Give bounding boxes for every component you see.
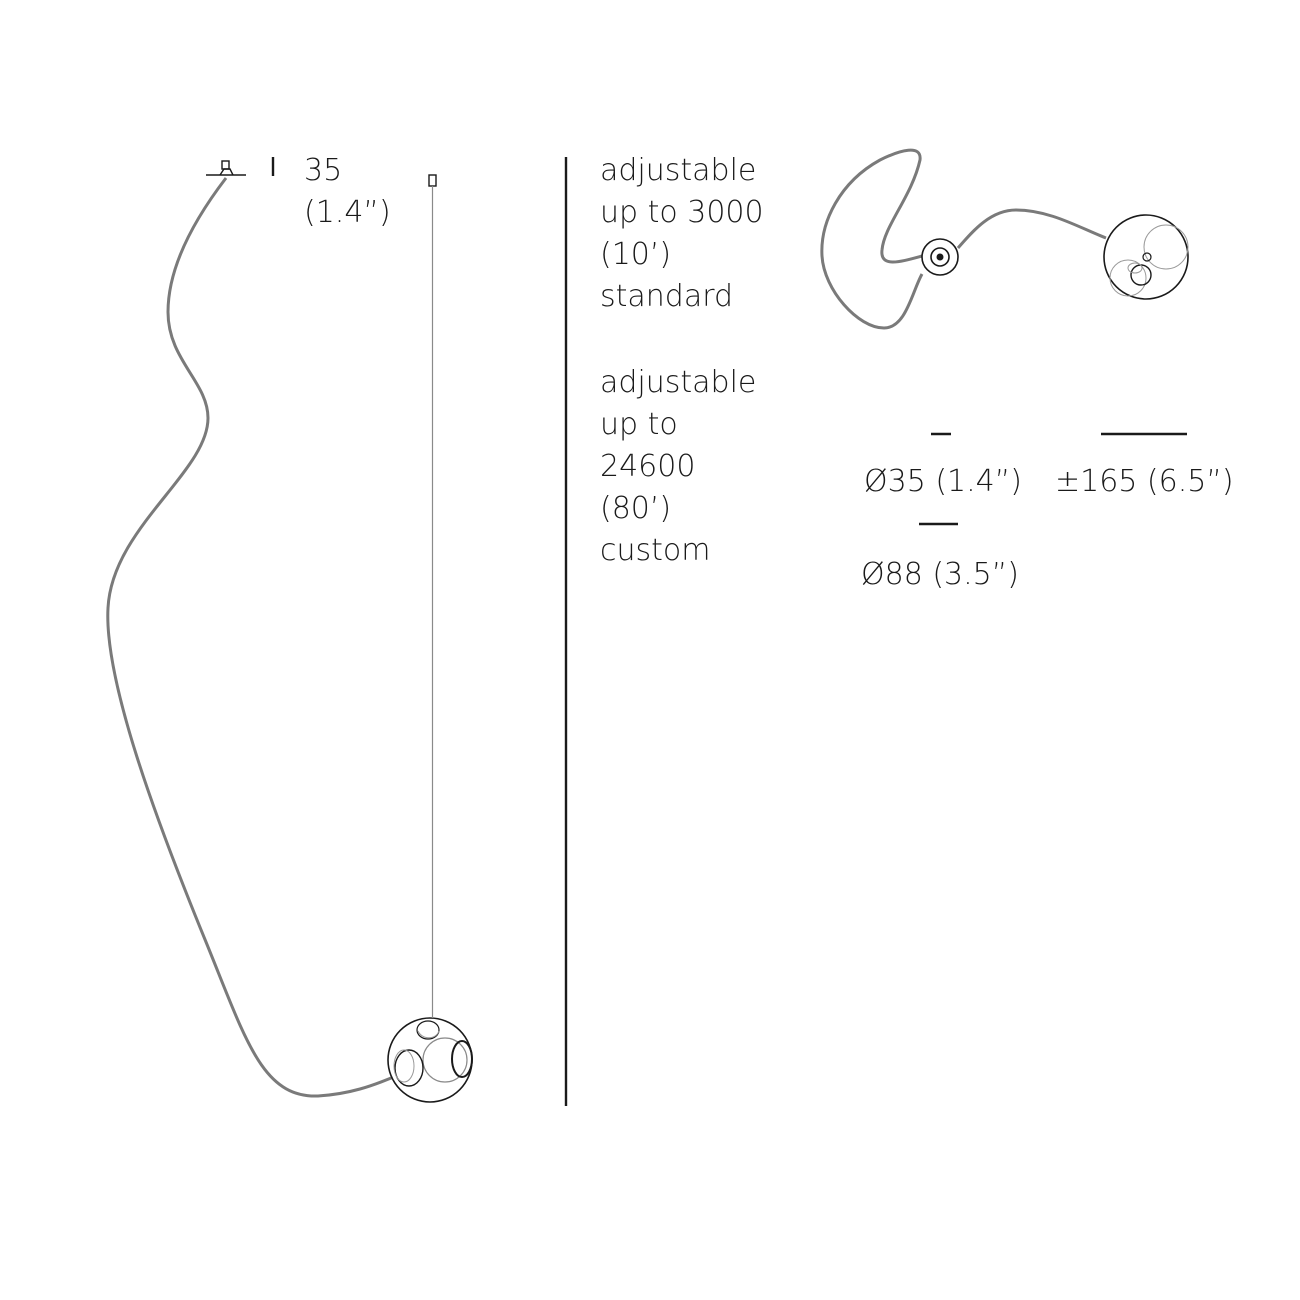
length-standard-line: adjustable — [600, 153, 757, 188]
globe-diameter-label: Ø88 (3.5”) — [861, 557, 1019, 592]
canopy-plan — [921, 238, 959, 276]
canopy-height-label: 35 (1.4”) — [304, 150, 391, 234]
length-custom-label: adjustable up to 24600 (80’) custom — [600, 362, 756, 572]
length-custom-line: up to — [600, 407, 678, 442]
canopy-front — [428, 174, 437, 187]
globe-plan — [1103, 214, 1189, 300]
cord-free — [106, 177, 397, 1098]
canopy-height-imperial: (1.4”) — [304, 195, 391, 230]
canopy-diameter-label: Ø35 (1.4”) — [864, 464, 1022, 499]
length-custom-line: 24600 — [600, 449, 696, 484]
canopy-height-value: 35 — [304, 153, 343, 188]
length-standard-line: standard — [600, 279, 734, 314]
length-custom-line: adjustable — [600, 365, 757, 400]
plan-view — [820, 148, 1189, 330]
globe-side — [387, 1017, 473, 1103]
canopy-side — [206, 160, 246, 176]
side-elevation — [106, 157, 473, 1103]
cord-plan — [820, 148, 924, 330]
front-elevation — [428, 174, 437, 1018]
length-custom-line: custom — [600, 533, 711, 568]
length-standard-line: up to 3000 — [600, 195, 764, 230]
spread-label: ±165 (6.5”) — [1055, 464, 1234, 499]
length-standard-label: adjustable up to 3000 (10’) standard — [600, 150, 764, 318]
length-custom-line: (80’) — [600, 491, 672, 526]
length-standard-line: (10’) — [600, 237, 672, 272]
